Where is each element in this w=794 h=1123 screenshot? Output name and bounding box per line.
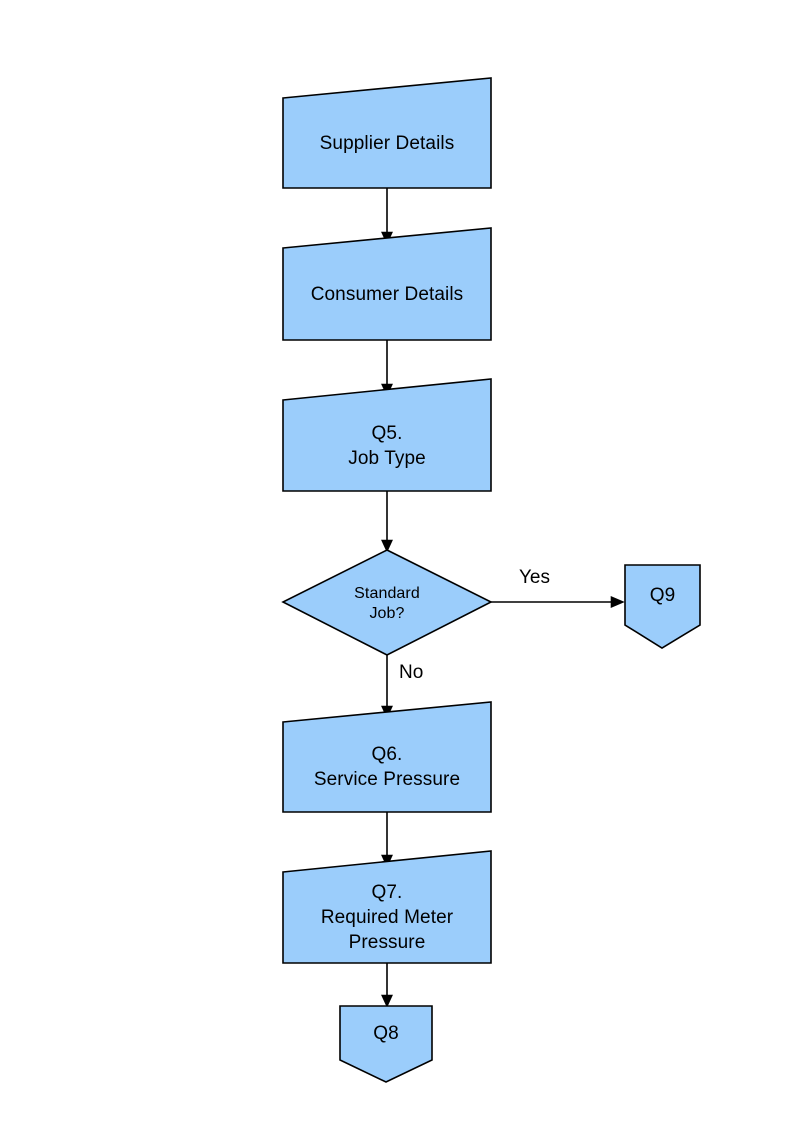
node-q9-shape[interactable] [624,564,701,649]
node-q8-shape[interactable] [339,1005,433,1083]
node-q5-job-type-shape[interactable] [282,378,492,492]
edge-label-yes: Yes [519,567,550,588]
edge-label-no: No [399,662,424,683]
arrowhead-q7-to-q8 [381,994,393,1008]
node-consumer-details-shape[interactable] [282,227,492,341]
node-q6-service-pressure-shape[interactable] [282,701,492,813]
arrowhead-q5-to-decision [381,539,393,553]
node-standard-job-decision-shape[interactable] [281,549,493,656]
node-q7-required-meter-pressure-shape[interactable] [282,850,492,964]
node-supplier-details-shape[interactable] [282,77,492,189]
arrowhead-decision-yes-to-q9 [610,596,625,608]
